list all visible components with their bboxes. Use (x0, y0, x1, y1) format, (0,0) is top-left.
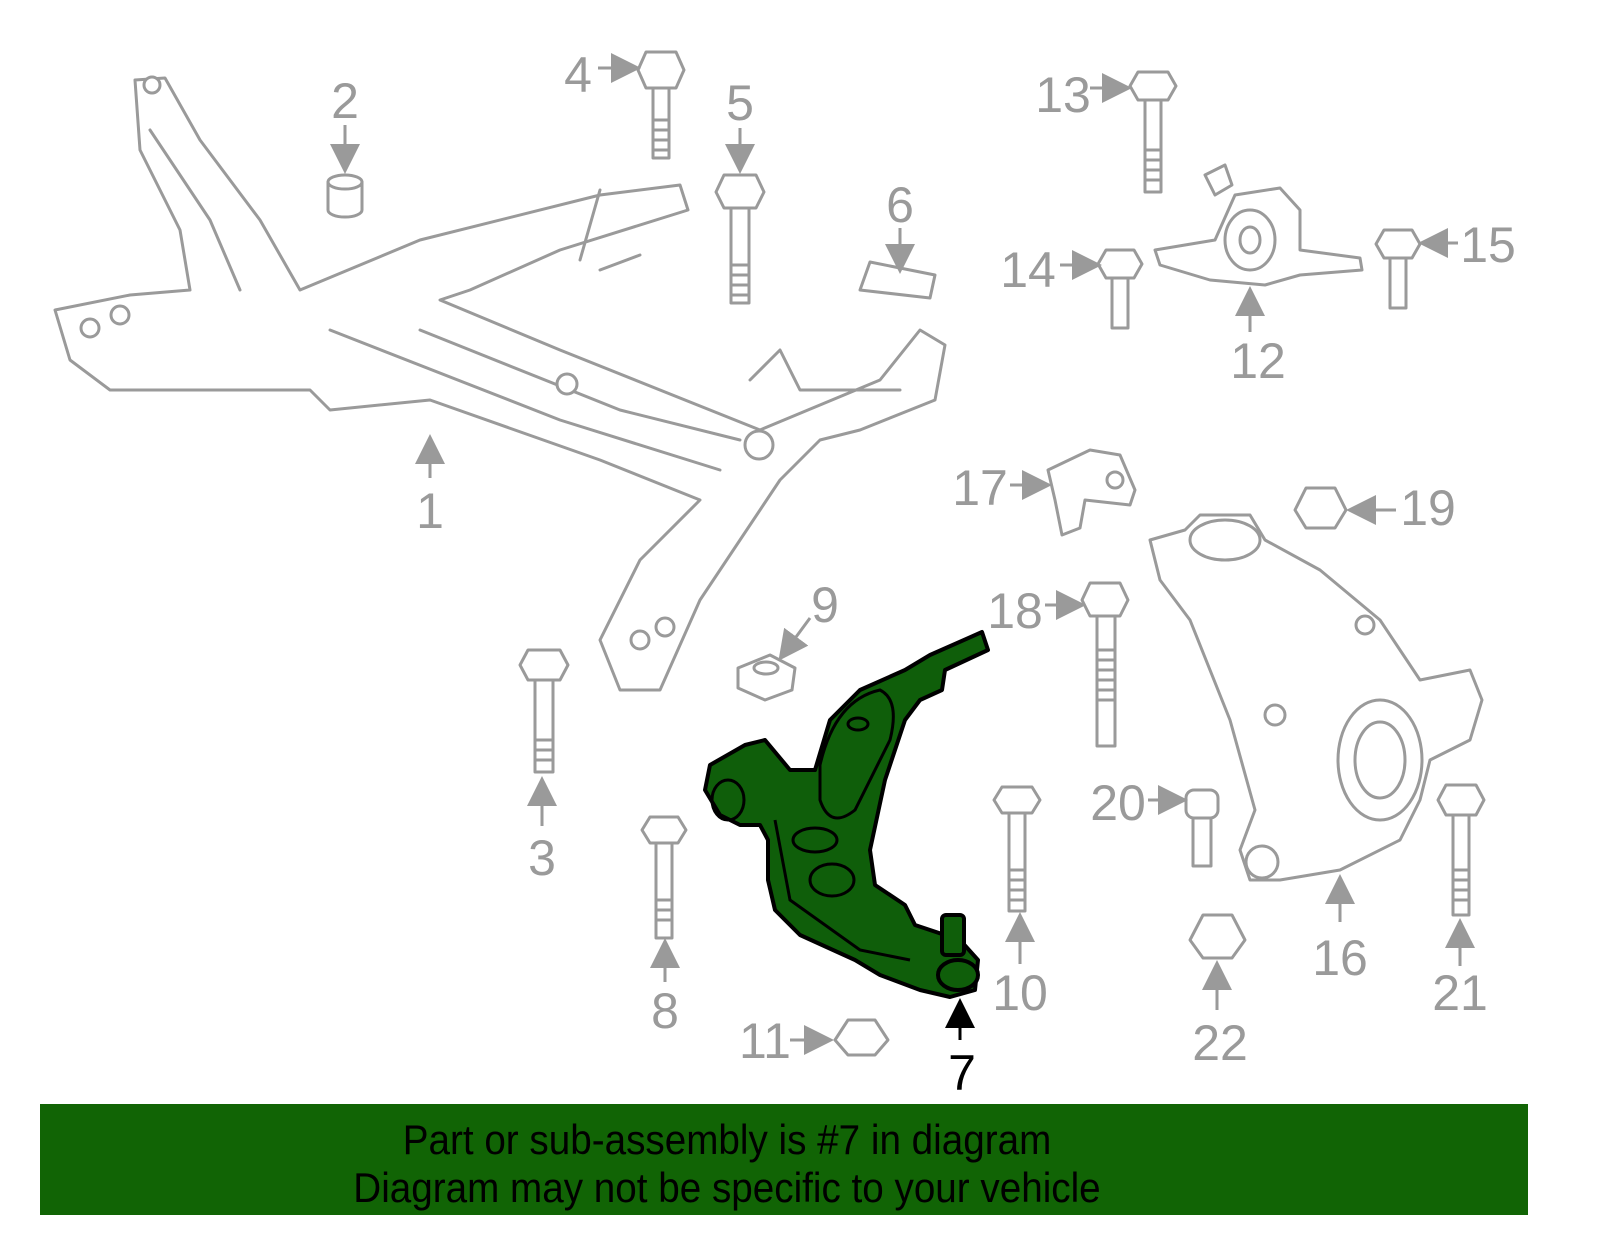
bolt-part-10[interactable] (992, 785, 1042, 913)
callout-20: 20 (1090, 775, 1146, 831)
bolt-part-8[interactable] (640, 815, 688, 940)
callout-21: 21 (1432, 965, 1488, 1021)
control-arm-part-7[interactable] (703, 630, 990, 999)
callout-10: 10 (992, 965, 1048, 1021)
callout-13: 13 (1035, 67, 1091, 123)
bolt-part-20[interactable] (1184, 788, 1220, 868)
bracket-part-6[interactable] (858, 260, 937, 300)
callout-15: 15 (1460, 217, 1516, 273)
notice-banner: Part or sub-assembly is #7 in diagram Di… (40, 1104, 1528, 1215)
callout-22: 22 (1192, 1015, 1248, 1071)
callout-17: 17 (952, 460, 1008, 516)
callout-9: 9 (811, 577, 839, 633)
callout-7-selected: 7 (948, 1045, 976, 1101)
callout-19: 19 (1400, 480, 1456, 536)
bolt-part-5[interactable] (714, 173, 766, 305)
callout-5: 5 (726, 75, 754, 131)
bolt-part-14[interactable] (1096, 248, 1144, 330)
bolt-part-21[interactable] (1436, 783, 1486, 917)
callout-1: 1 (416, 483, 444, 539)
banner-line-part-number: Part or sub-assembly is #7 in diagram (402, 1116, 1052, 1163)
callout-4: 4 (564, 47, 592, 103)
callout-14: 14 (1000, 242, 1056, 298)
shield-part-17[interactable] (1046, 448, 1137, 537)
callout-16: 16 (1312, 930, 1368, 986)
nut-part-19[interactable] (1293, 486, 1348, 530)
nut-part-11[interactable] (833, 1018, 890, 1057)
bolt-part-13[interactable] (1128, 70, 1178, 194)
nut-part-22[interactable] (1188, 913, 1247, 960)
nut-part-9[interactable] (736, 653, 797, 702)
callout-11: 11 (739, 1013, 791, 1069)
subframe-part-1[interactable] (53, 75, 947, 692)
bolt-part-18[interactable] (1080, 581, 1130, 748)
callout-18: 18 (987, 583, 1043, 639)
mount-part-12[interactable] (1153, 163, 1364, 287)
bushing-part-2[interactable] (326, 173, 364, 219)
callout-2: 2 (331, 73, 359, 129)
callout-8: 8 (651, 983, 679, 1039)
callout-3: 3 (528, 830, 556, 886)
banner-line-disclaimer: Diagram may not be specific to your vehi… (353, 1164, 1101, 1211)
leader-arrows (330, 53, 1475, 1055)
knuckle-part-16[interactable] (1148, 513, 1484, 882)
callout-6: 6 (886, 177, 914, 233)
bolt-part-3[interactable] (518, 648, 570, 774)
bolt-part-4[interactable] (636, 50, 686, 160)
callout-12: 12 (1230, 333, 1286, 389)
bolt-part-15[interactable] (1374, 228, 1422, 310)
